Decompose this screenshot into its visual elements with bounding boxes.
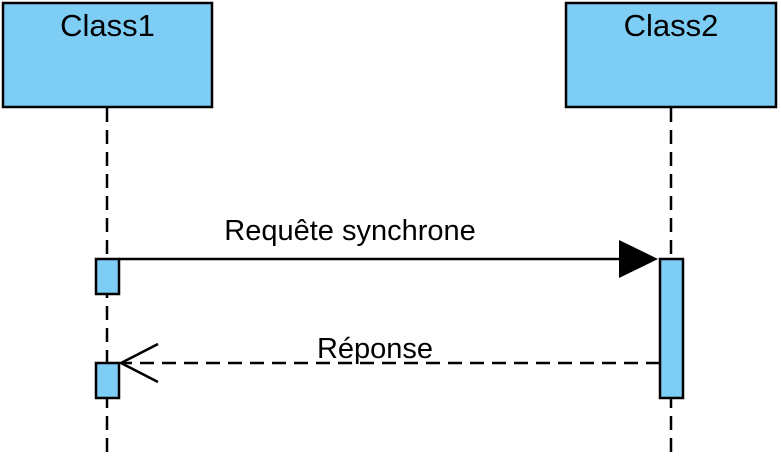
lifeline-box-class2[interactable]	[564, 1, 778, 109]
message-label-request: Requête synchrone	[224, 215, 476, 247]
lifeline-box-class1[interactable]	[1, 1, 214, 109]
open-arrowhead-icon	[118, 342, 159, 384]
message-label-reply: Réponse	[317, 333, 433, 365]
filled-arrowhead-icon	[619, 240, 658, 278]
lifeline-title-class2: Class2	[624, 8, 719, 43]
activation-bar-class1-request[interactable]	[94, 257, 121, 296]
lifeline-head-class2[interactable]: Class2	[564, 1, 778, 109]
activation-bar-class2[interactable]	[658, 257, 685, 400]
lifeline-title-class1: Class1	[60, 8, 155, 43]
lifeline-head-class1[interactable]: Class1	[1, 1, 214, 109]
activation-bar-class1-reply[interactable]	[94, 361, 121, 400]
